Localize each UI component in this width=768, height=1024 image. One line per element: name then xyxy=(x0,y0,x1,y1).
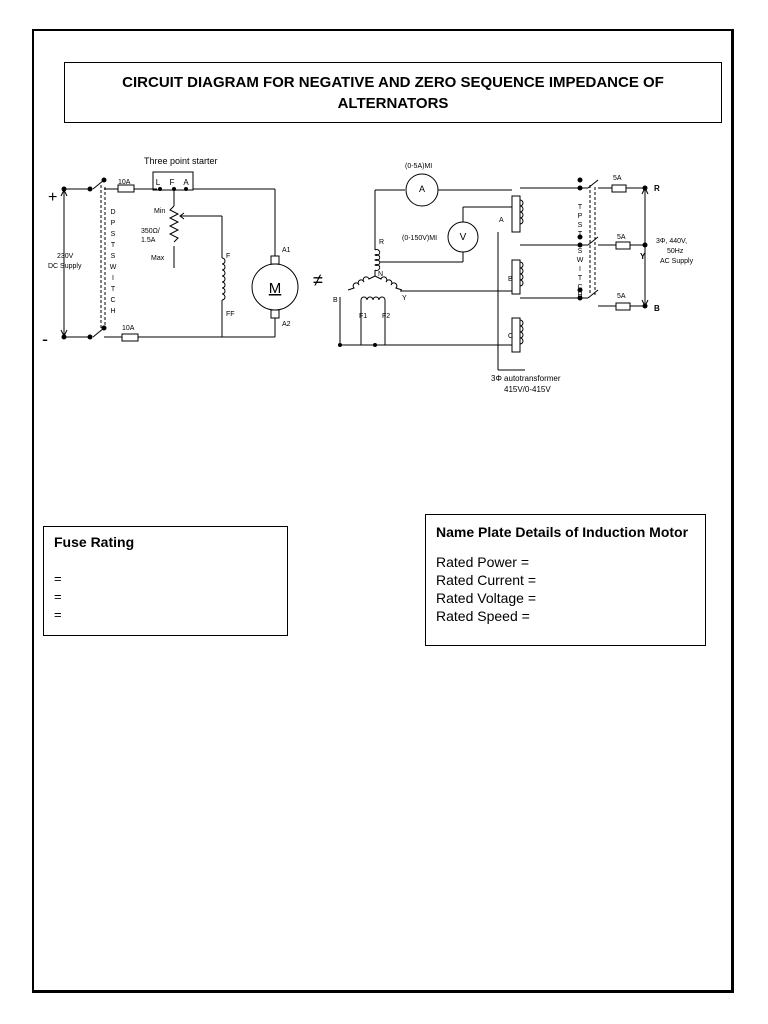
rated-voltage-line: Rated Voltage = xyxy=(436,590,537,606)
phase-c: C xyxy=(508,333,513,340)
fuse-rating-line: = xyxy=(54,607,62,622)
armature-a1: A1 xyxy=(282,247,291,254)
line-b: B xyxy=(654,304,660,313)
svg-text:S: S xyxy=(578,222,583,229)
ammeter-label: (0-5A)MI xyxy=(405,163,432,170)
mechanical-coupling: ≠ xyxy=(313,270,323,290)
svg-text:C: C xyxy=(577,284,582,291)
stator-coil-y xyxy=(374,275,403,291)
tpst-label: T P S T S W I T C H xyxy=(577,204,584,299)
ac-fuse-y xyxy=(615,241,631,250)
rheostat-max: Max xyxy=(151,255,165,262)
svg-text:P: P xyxy=(111,220,116,227)
dc-supply-voltage: 230V xyxy=(57,253,74,260)
starter-terminal-a: A xyxy=(183,178,189,187)
rated-current-line: Rated Current = xyxy=(436,572,536,588)
ac-fuse-r xyxy=(611,184,627,193)
title-box: CIRCUIT DIAGRAM FOR NEGATIVE AND ZERO SE… xyxy=(64,62,722,123)
voltmeter-symbol: V xyxy=(460,232,467,243)
field-winding xyxy=(221,257,226,301)
fuse-rating-line: = xyxy=(54,589,62,604)
plus-sign: + xyxy=(48,189,57,206)
ac-supply-frequency: 50Hz xyxy=(667,248,684,255)
rheostat-min: Min xyxy=(154,208,165,215)
svg-text:T: T xyxy=(578,231,583,238)
ac-fuse-b xyxy=(615,302,631,311)
page-border xyxy=(32,29,734,993)
ac-supply-label: AC Supply xyxy=(660,258,694,265)
field-bottom-label: FF xyxy=(226,311,235,318)
dc-supply-label: DC Supply xyxy=(48,263,82,270)
field-top-label: F xyxy=(226,253,230,260)
line-r: R xyxy=(654,184,660,193)
terminal-r: R xyxy=(379,239,384,246)
svg-text:S: S xyxy=(111,231,116,238)
autotransformer-a xyxy=(511,195,521,233)
svg-text:T: T xyxy=(578,275,583,282)
svg-text:C: C xyxy=(110,297,115,304)
terminal-f1: F1 xyxy=(359,313,367,320)
svg-text:I: I xyxy=(112,275,114,282)
dpst-label: D P S T S W I T C H xyxy=(110,209,117,315)
autotransformer-rating: 415V/0-415V xyxy=(504,385,551,394)
circuit-diagram: + - 230V DC Supply D P S T S W I T C H 1… xyxy=(42,156,694,394)
line-y: Y xyxy=(640,252,646,261)
svg-text:H: H xyxy=(577,292,582,299)
phase-a: A xyxy=(499,217,504,224)
svg-text:T: T xyxy=(111,242,116,249)
starter-terminal-f: F xyxy=(170,178,175,187)
terminal-n: N xyxy=(378,271,383,278)
fuse-rating-title: Fuse Rating xyxy=(54,534,135,550)
phase-b: B xyxy=(508,276,513,283)
armature-a2: A2 xyxy=(282,321,291,328)
name-plate-title: Name Plate Details of Induction Motor xyxy=(436,524,689,540)
svg-text:W: W xyxy=(577,257,584,264)
rated-speed-line: Rated Speed = xyxy=(436,608,530,624)
dc-fuse-top-label: 10A xyxy=(118,179,131,186)
ac-supply-voltage: 3Φ, 440V, xyxy=(656,238,687,245)
starter-terminal-l: L xyxy=(156,178,161,187)
fuse-rating-box: Fuse Rating = = = xyxy=(43,526,288,636)
svg-text:H: H xyxy=(110,308,115,315)
svg-text:T: T xyxy=(578,204,583,211)
svg-text:T: T xyxy=(111,286,116,293)
voltmeter-label: (0-150V)MI xyxy=(402,235,437,242)
page-title: CIRCUIT DIAGRAM FOR NEGATIVE AND ZERO SE… xyxy=(122,73,664,112)
autotransformer-b xyxy=(511,259,521,295)
ac-fuse-b-label: 5A xyxy=(617,293,626,300)
motor-label: M xyxy=(269,280,282,297)
fuse-rating-line: = xyxy=(54,571,62,586)
dc-fuse-bottom xyxy=(121,333,139,342)
starter-label: Three point starter xyxy=(144,156,218,166)
svg-text:S: S xyxy=(111,253,116,260)
ammeter-symbol: A xyxy=(419,184,425,194)
autotransformer-label: 3Φ autotransformer xyxy=(491,374,561,383)
terminal-y: Y xyxy=(402,295,407,302)
stator-coil-b xyxy=(347,275,376,291)
svg-text:P: P xyxy=(578,213,583,220)
rheostat-rating-1: 350Ω/ xyxy=(141,228,160,235)
autotransformer-c xyxy=(511,317,521,353)
svg-text:I: I xyxy=(579,266,581,273)
svg-text:S: S xyxy=(578,248,583,255)
dc-fuse-top xyxy=(117,184,135,193)
rotor-field-coil xyxy=(360,296,386,301)
rheostat-rating-2: 1.5A xyxy=(141,237,156,244)
minus-sign: - xyxy=(42,329,48,349)
terminal-b: B xyxy=(333,297,338,304)
name-plate-box: Name Plate Details of Induction Motor Ra… xyxy=(425,514,706,646)
rheostat xyxy=(168,205,180,243)
dc-fuse-bottom-label: 10A xyxy=(122,325,135,332)
ac-fuse-y-label: 5A xyxy=(617,234,626,241)
terminal-f2: F2 xyxy=(382,313,390,320)
svg-text:D: D xyxy=(110,209,115,216)
rated-power-line: Rated Power = xyxy=(436,554,529,570)
svg-text:W: W xyxy=(110,264,117,271)
stator-coil-r xyxy=(374,249,381,271)
ac-fuse-r-label: 5A xyxy=(613,175,622,182)
